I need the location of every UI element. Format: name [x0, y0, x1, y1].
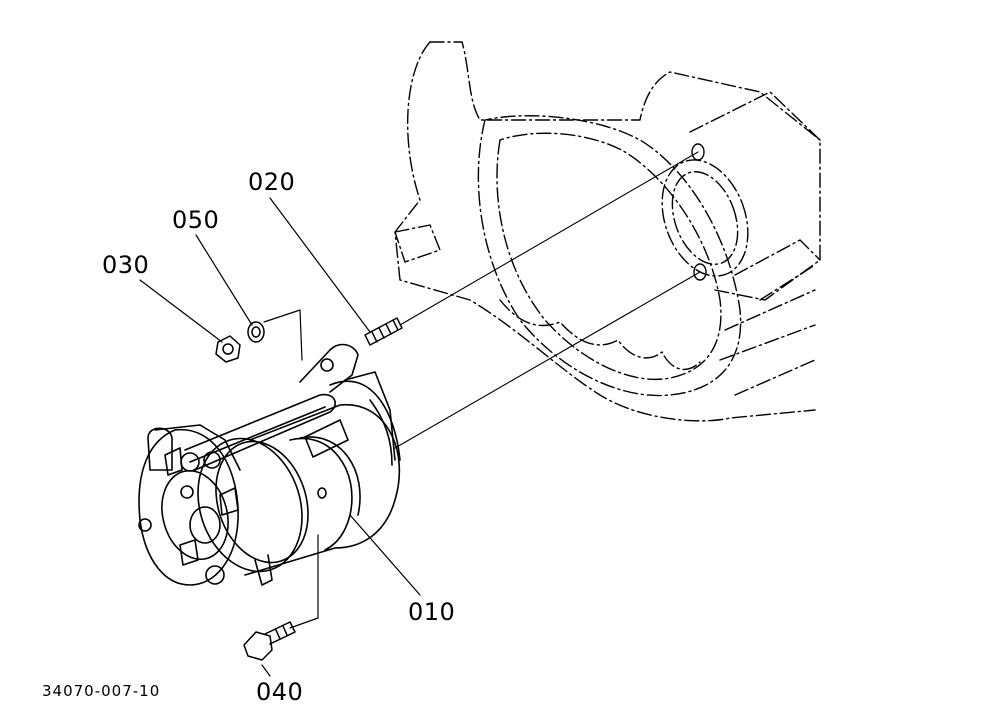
- part-label-040: 040: [256, 678, 304, 706]
- part-label-020: 020: [248, 168, 296, 196]
- part-label-050: 050: [172, 206, 220, 234]
- hex-bolt: [244, 622, 295, 660]
- alignment-lines: [395, 152, 700, 448]
- part-label-010: 010: [408, 598, 456, 626]
- drawing-reference-number: 34070-007-10: [42, 682, 161, 700]
- part-label-030: 030: [102, 251, 150, 279]
- hex-nut: [216, 336, 240, 362]
- leader-lines: [140, 198, 420, 676]
- engine-housing: [395, 42, 820, 421]
- starter-motor: [139, 345, 400, 586]
- lock-washer: [248, 322, 264, 342]
- stud-bolt: [365, 318, 402, 345]
- housing-mount-holes: [692, 144, 706, 280]
